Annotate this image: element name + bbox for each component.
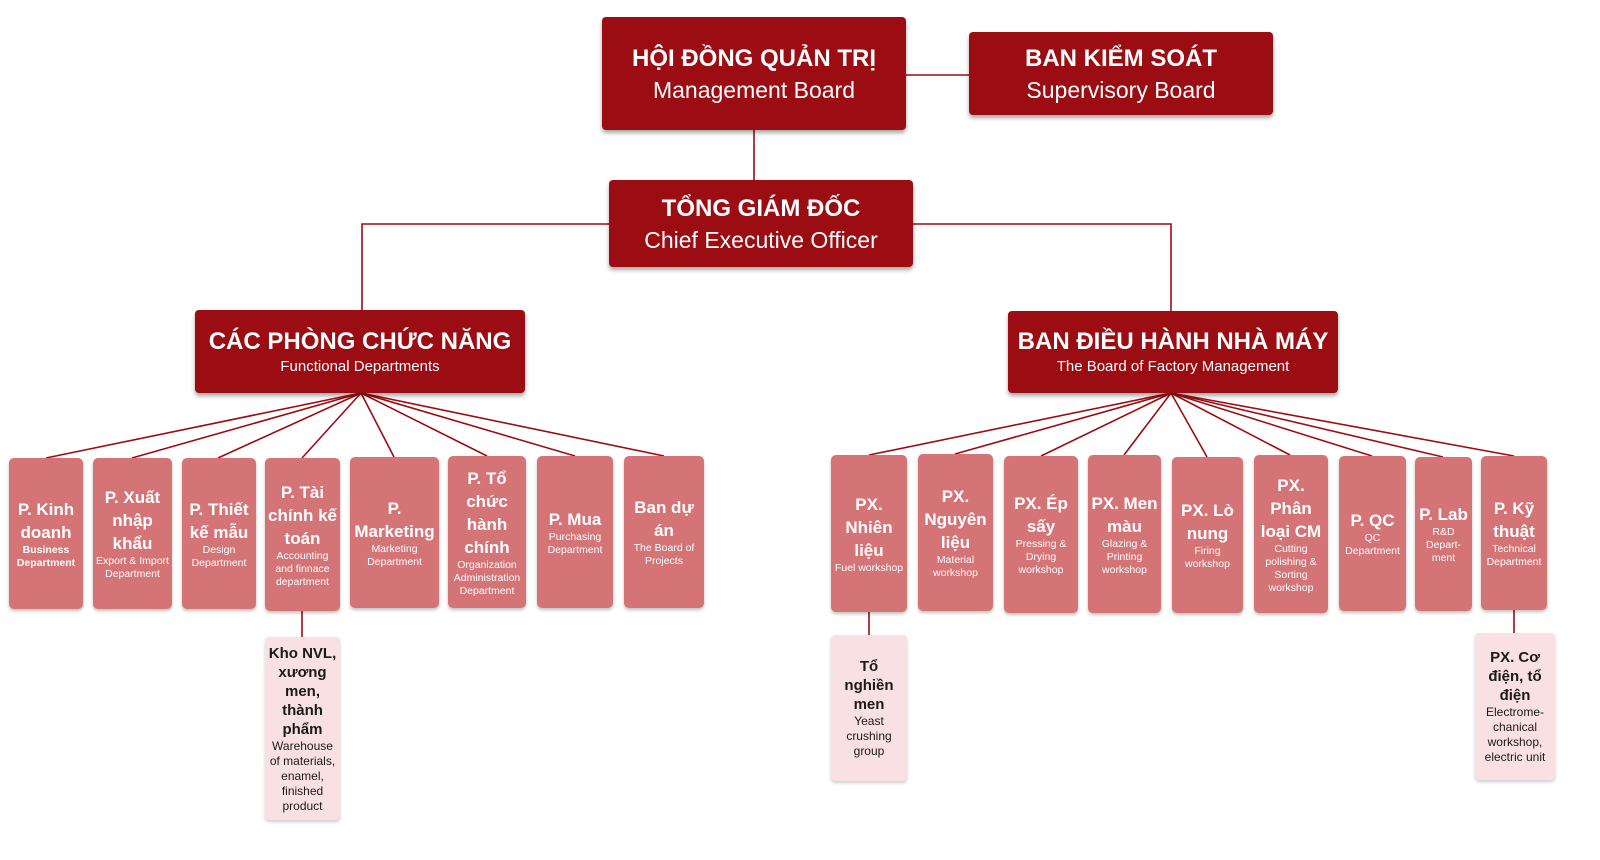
dept-label: P. Tài chính kế toán (268, 482, 337, 548)
functional-departments-box: CÁC PHÒNG CHỨC NĂNG Functional Departmen… (195, 310, 525, 393)
workshop-label: PX. Phân loại CM (1260, 475, 1322, 541)
workshop-sorting: PX. Phân loại CM Cutting polishing & Sor… (1254, 455, 1328, 613)
workshop-label: P. Kỹ thuật (1493, 499, 1535, 541)
ceo-en: Chief Executive Officer (644, 226, 878, 253)
dept-marketing: P. Marketing Marketing Department (350, 457, 439, 608)
workshop-label: PX. Ép sấy (1014, 494, 1068, 536)
workshop-label: PX. Lò nung (1181, 501, 1234, 543)
factory-management-vi: BAN ĐIỀU HÀNH NHÀ MÁY (1017, 328, 1329, 355)
connector-ceo-factory (912, 223, 1172, 311)
warehouse-en: Warehouse of materials, enamel, finished… (269, 738, 336, 813)
yeast-crushing-box: Tổ nghiền men Yeast crushing group (831, 635, 907, 781)
ceo-box: TỔNG GIÁM ĐỐC Chief Executive Officer (609, 180, 913, 267)
dept-label-en: Purchasing Department (547, 530, 603, 556)
dept-qc: P. QC QC Department (1339, 456, 1406, 611)
dept-label: P. Kinh doanh (17, 499, 75, 542)
dept-label: Ban dự án (634, 498, 694, 540)
workshop-label-en: Material workshop (933, 554, 978, 579)
dept-label: P. Xuất nhập khẩu (104, 488, 161, 553)
supervisory-board-vi: BAN KIỂM SOÁT (1025, 44, 1217, 72)
factory-fan-connectors (868, 392, 1515, 458)
management-board-vi: HỘI ĐỒNG QUẢN TRỊ (632, 44, 876, 72)
dept-export-import: P. Xuất nhập khẩu Export & Import Depart… (93, 458, 172, 609)
dept-lab: P. Lab R&D Depart-ment (1415, 457, 1472, 611)
functional-fan-connectors (45, 392, 665, 459)
management-board-en: Management Board (652, 76, 855, 103)
dept-label: P. Tổ chức hành chính (464, 468, 510, 557)
workshop-label: P. QC (1350, 511, 1395, 530)
electromechanical-box: PX. Cơ điện, tổ điện Electrome-chanical … (1475, 633, 1555, 780)
connector-ceo-functional (361, 223, 609, 310)
dept-accounting: P. Tài chính kế toán Accounting and finn… (265, 458, 340, 611)
supervisory-board-box: BAN KIỂM SOÁT Supervisory Board (969, 32, 1273, 115)
workshop-label: PX. Men màu (1091, 493, 1158, 536)
dept-label: P. Thiết kế mẫu (189, 499, 249, 542)
workshop-label-en: Firing workshop (1185, 545, 1230, 570)
warehouse-box: Kho NVL, xương men, thành phẩm Warehouse… (265, 637, 340, 820)
electromechanical-vi: PX. Cơ điện, tổ điện (1488, 649, 1542, 704)
dept-label-en: Organization Administration Department (453, 558, 521, 597)
workshop-material: PX. Nguyên liệu Material workshop (918, 454, 993, 611)
yeast-crushing-en: Yeast crushing group (846, 714, 892, 758)
workshop-label-en: Fuel workshop (834, 561, 904, 574)
dept-label-en: Design Department (191, 543, 247, 569)
yeast-crushing-vi: Tổ nghiền men (844, 658, 894, 713)
dept-label-en: Accounting and finnace department (275, 549, 330, 588)
electromechanical-en: Electrome-chanical workshop, electric un… (1484, 705, 1546, 764)
supervisory-board-en: Supervisory Board (1026, 76, 1216, 103)
dept-label: P. Mua (548, 509, 602, 529)
workshop-pressing-drying: PX. Ép sấy Pressing & Drying workshop (1004, 456, 1078, 613)
dept-design: P. Thiết kế mẫu Design Department (182, 458, 256, 609)
workshop-label-en: Cutting polishing & Sorting workshop (1265, 542, 1317, 594)
warehouse-vi: Kho NVL, xương men, thành phẩm (268, 644, 337, 738)
workshop-glazing: PX. Men màu Glazing & Printing workshop (1088, 455, 1161, 613)
workshop-fuel: PX. Nhiên liệu Fuel workshop (831, 455, 907, 612)
dept-purchasing: P. Mua Purchasing Department (537, 456, 613, 608)
functional-departments-vi: CÁC PHÒNG CHỨC NĂNG (208, 327, 512, 355)
workshop-label-en: QC Department (1345, 532, 1400, 557)
dept-administration: P. Tổ chức hành chính Organization Admin… (448, 456, 526, 608)
dept-projects: Ban dự án The Board of Projects (624, 456, 704, 608)
dept-label-en: Export & Import Department (96, 555, 169, 580)
workshop-label: PX. Nhiên liệu (845, 494, 893, 560)
dept-label-en: The Board of Projects (633, 542, 695, 567)
ceo-vi: TỔNG GIÁM ĐỐC (661, 194, 861, 222)
dept-label-en: Marketing Department (367, 542, 422, 568)
factory-management-en: The Board of Factory Management (1056, 358, 1290, 375)
workshop-label: PX. Nguyên liệu (924, 487, 987, 552)
workshop-label: P. Lab (1419, 505, 1468, 524)
dept-label-en: Business Department (16, 543, 76, 569)
workshop-firing: PX. Lò nung Firing workshop (1172, 457, 1243, 613)
workshop-label-en: Technical Department (1486, 543, 1542, 568)
workshop-label-en: R&D Depart-ment (1425, 526, 1461, 564)
functional-departments-en: Functional Departments (280, 357, 440, 375)
dept-label: P. Marketing (354, 498, 435, 541)
factory-management-box: BAN ĐIỀU HÀNH NHÀ MÁY The Board of Facto… (1008, 311, 1338, 393)
dept-technical: P. Kỹ thuật Technical Department (1481, 456, 1547, 610)
management-board-box: HỘI ĐỒNG QUẢN TRỊ Management Board (602, 17, 906, 130)
workshop-label-en: Glazing & Printing workshop (1101, 537, 1148, 576)
dept-business: P. Kinh doanh Business Department (9, 458, 83, 609)
workshop-label-en: Pressing & Drying workshop (1015, 538, 1067, 576)
